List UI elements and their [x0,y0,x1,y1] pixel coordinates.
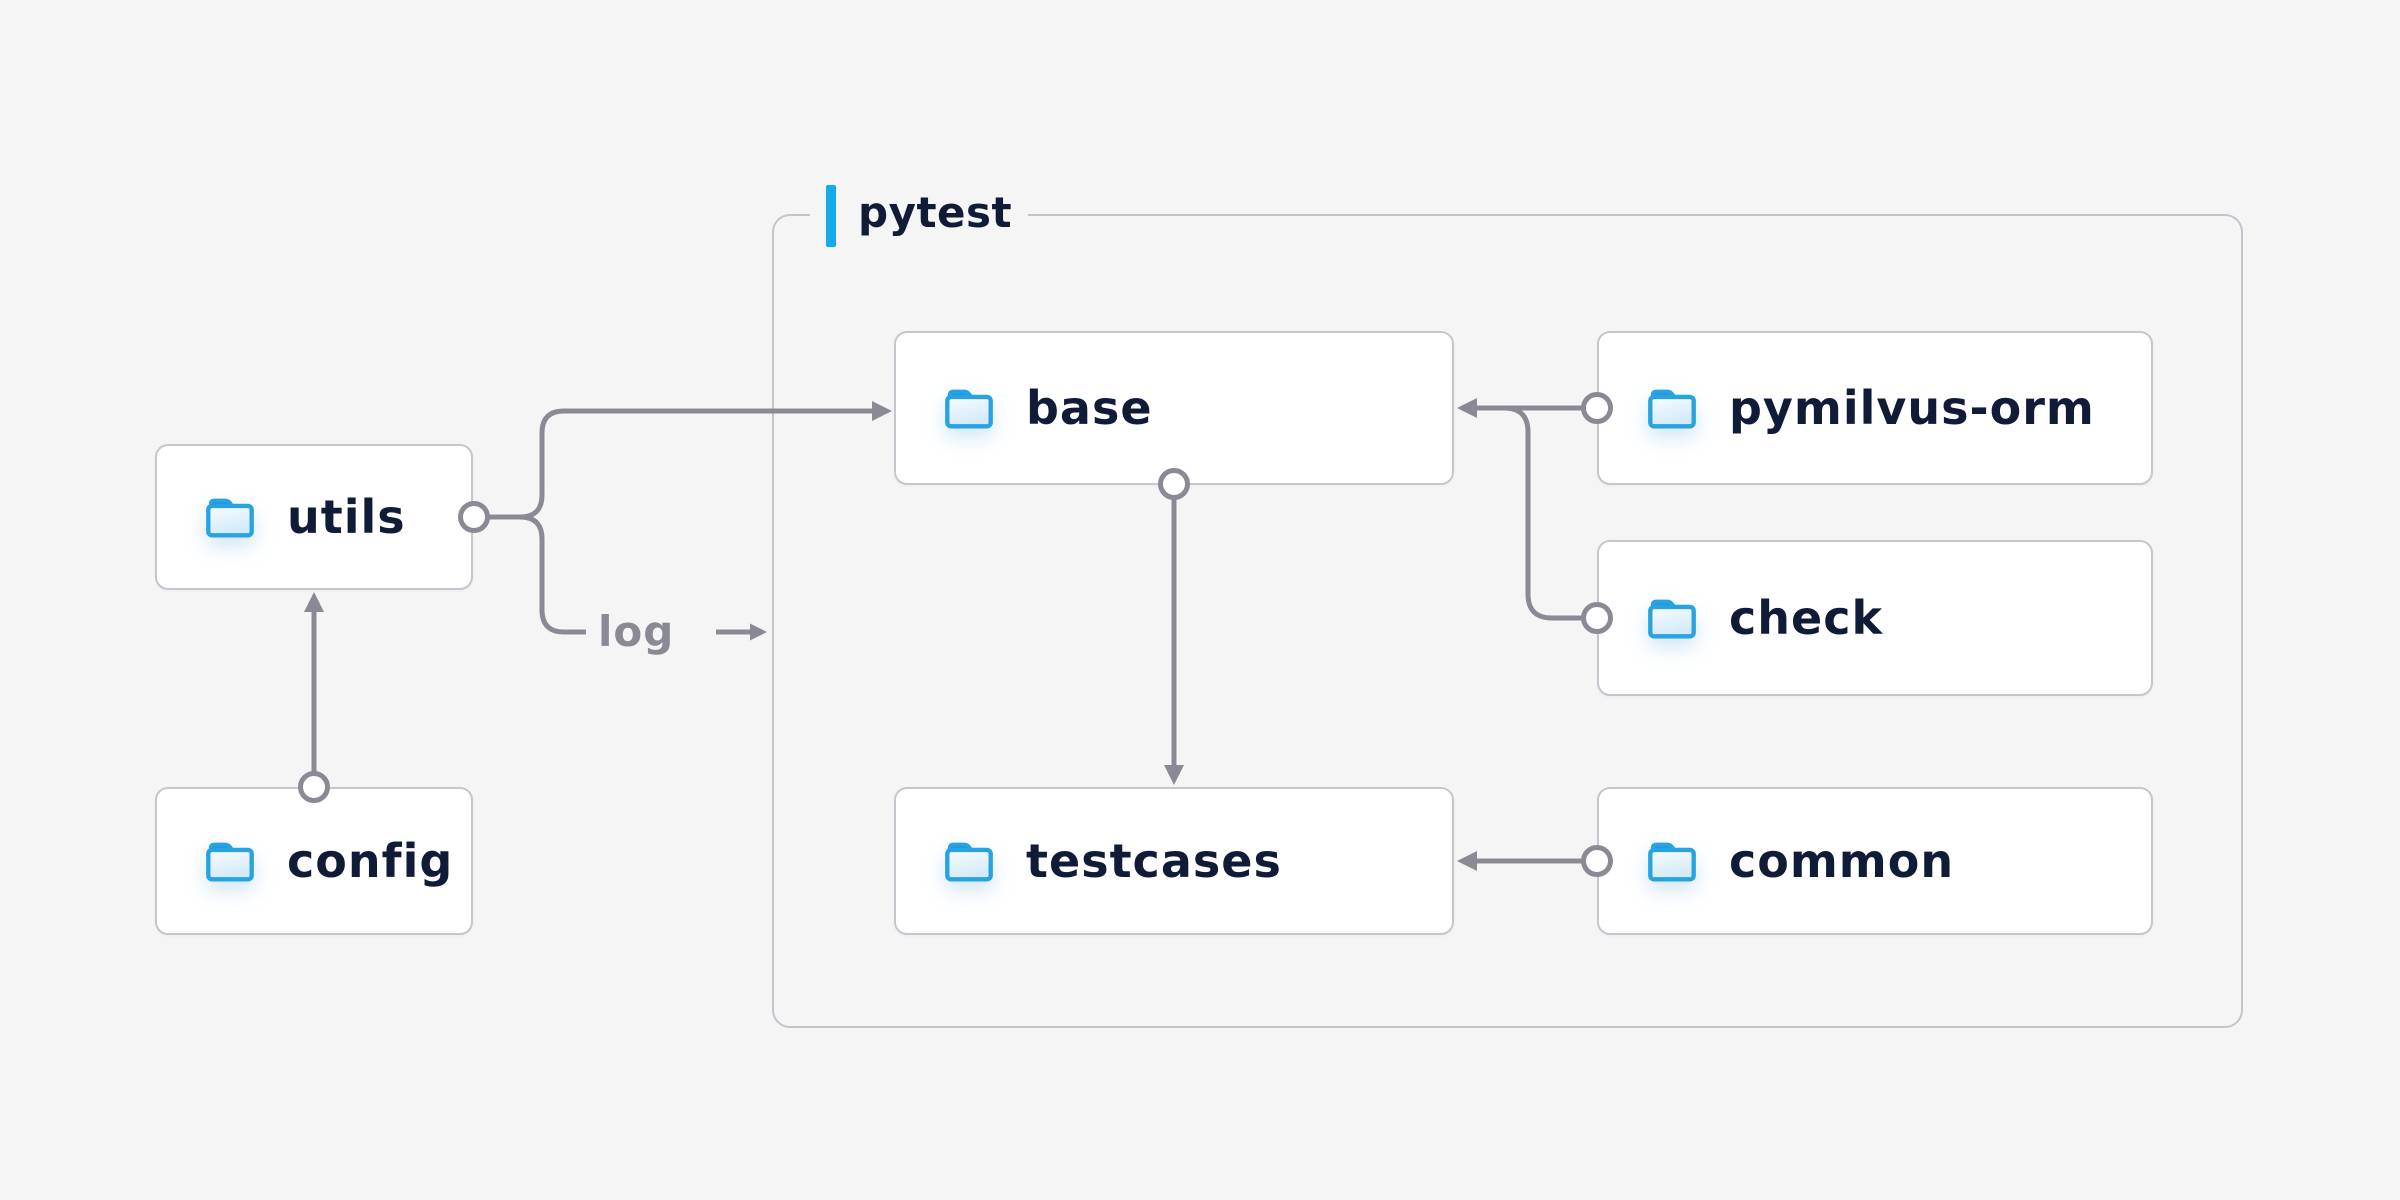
pytest-group-box [772,214,2243,1028]
arrowhead-into-utils-bottom [304,592,324,612]
node-label: base [1026,381,1153,435]
folder-icon [942,838,996,884]
group-title: pytest [858,188,1013,237]
node-label: pymilvus-orm [1729,381,2095,435]
node-label: testcases [1026,834,1282,888]
accent-bar-icon [826,185,836,247]
arrowhead-log [750,623,767,641]
node-config: config [155,787,473,935]
folder-icon [1645,385,1699,431]
node-testcases: testcases [894,787,1454,935]
node-pymilvus-orm: pymilvus-orm [1597,331,2153,485]
node-label: utils [287,490,406,544]
node-common: common [1597,787,2153,935]
node-label: common [1729,834,1955,888]
node-base: base [894,331,1454,485]
folder-icon [203,494,257,540]
folder-icon [1645,595,1699,641]
folder-icon [203,838,257,884]
pytest-group-label: pytest [810,184,1029,248]
node-label: check [1729,591,1884,645]
node-check: check [1597,540,2153,696]
folder-icon [1645,838,1699,884]
log-label: log [598,607,675,656]
folder-icon [942,385,996,431]
edge-utils-log [519,514,586,635]
node-label: config [287,834,454,888]
node-utils: utils [155,444,473,590]
